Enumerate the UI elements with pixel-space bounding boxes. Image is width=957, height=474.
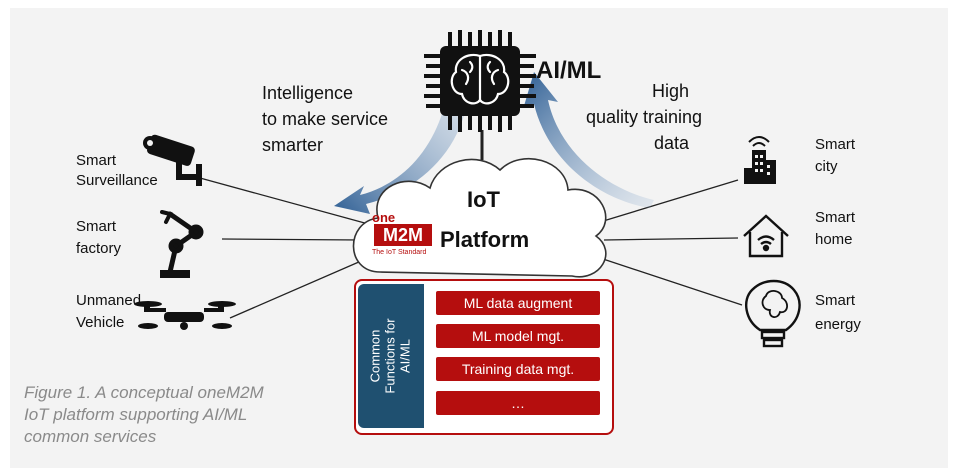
label-city-1: Smart xyxy=(815,136,856,153)
caption-line2: IoT platform supporting AI/ML xyxy=(24,405,248,425)
function-training-data-mgt: Training data mgt. xyxy=(436,357,600,381)
label-home-2: home xyxy=(815,231,853,248)
lightbulb-brain-icon xyxy=(744,279,801,348)
logo-text-top: one xyxy=(372,210,396,225)
label-surveillance-2: Surveillance xyxy=(76,172,158,189)
ai-chip-icon xyxy=(424,30,536,132)
label-surveillance-1: Smart xyxy=(76,152,117,169)
line-factory xyxy=(221,238,363,241)
city-building-icon xyxy=(744,136,776,184)
line-home xyxy=(603,237,739,241)
label-vehicle-1: Unmaned xyxy=(76,292,142,309)
training-label-line1: High xyxy=(652,81,690,101)
intelligence-label-line3: smarter xyxy=(262,135,324,155)
label-energy-2: energy xyxy=(815,316,861,333)
line-surveillance xyxy=(199,177,373,226)
common-functions-label-line3: AI/ML xyxy=(397,339,413,373)
connector-lines xyxy=(199,130,743,319)
figure-caption: Figure 1. A conceptual oneM2M IoT platfo… xyxy=(24,382,264,448)
platform-title-line1: IoT xyxy=(467,187,500,212)
intelligence-label-line1: Intelligence xyxy=(262,83,354,103)
label-factory-1: Smart xyxy=(76,218,117,235)
caption-line1: Figure 1. A conceptual oneM2M xyxy=(24,383,264,402)
caption-line3: common services xyxy=(24,427,157,447)
label-energy-1: Smart xyxy=(815,292,856,309)
function-ml-model-mgt: ML model mgt. xyxy=(436,324,600,348)
line-city xyxy=(599,179,739,223)
aiml-title: AI/ML xyxy=(536,57,602,84)
platform-title-line2: Platform xyxy=(440,227,530,252)
onem2m-logo: one M2M The IoT Standard xyxy=(372,210,434,262)
logo-text-mid: M2M xyxy=(374,224,432,246)
label-vehicle-2: Vehicle xyxy=(76,314,125,331)
line-energy xyxy=(599,257,743,306)
cctv-camera-icon xyxy=(143,134,202,186)
common-functions-label-line1: Common xyxy=(367,329,383,383)
function-ml-data-augment: ML data augment xyxy=(436,291,600,315)
common-functions-label: Common Functions for AI/ML xyxy=(358,284,424,428)
robot-arm-icon xyxy=(160,210,204,278)
label-city-2: city xyxy=(815,158,838,175)
cloud-shape xyxy=(352,157,607,278)
logo-tagline: The IoT Standard xyxy=(372,249,427,256)
drone-icon xyxy=(134,301,236,330)
common-functions-label-line2: Functions for xyxy=(382,318,398,394)
arrow-training-data xyxy=(524,72,654,208)
label-home-1: Smart xyxy=(815,209,856,226)
training-label-line3: data xyxy=(654,133,690,153)
smart-home-icon xyxy=(743,214,789,258)
line-vehicle xyxy=(229,257,369,319)
intelligence-label-line2: to make service xyxy=(262,109,389,129)
function-more: … xyxy=(436,391,600,415)
training-label-line2: quality training xyxy=(586,107,703,127)
label-factory-2: factory xyxy=(76,240,122,257)
